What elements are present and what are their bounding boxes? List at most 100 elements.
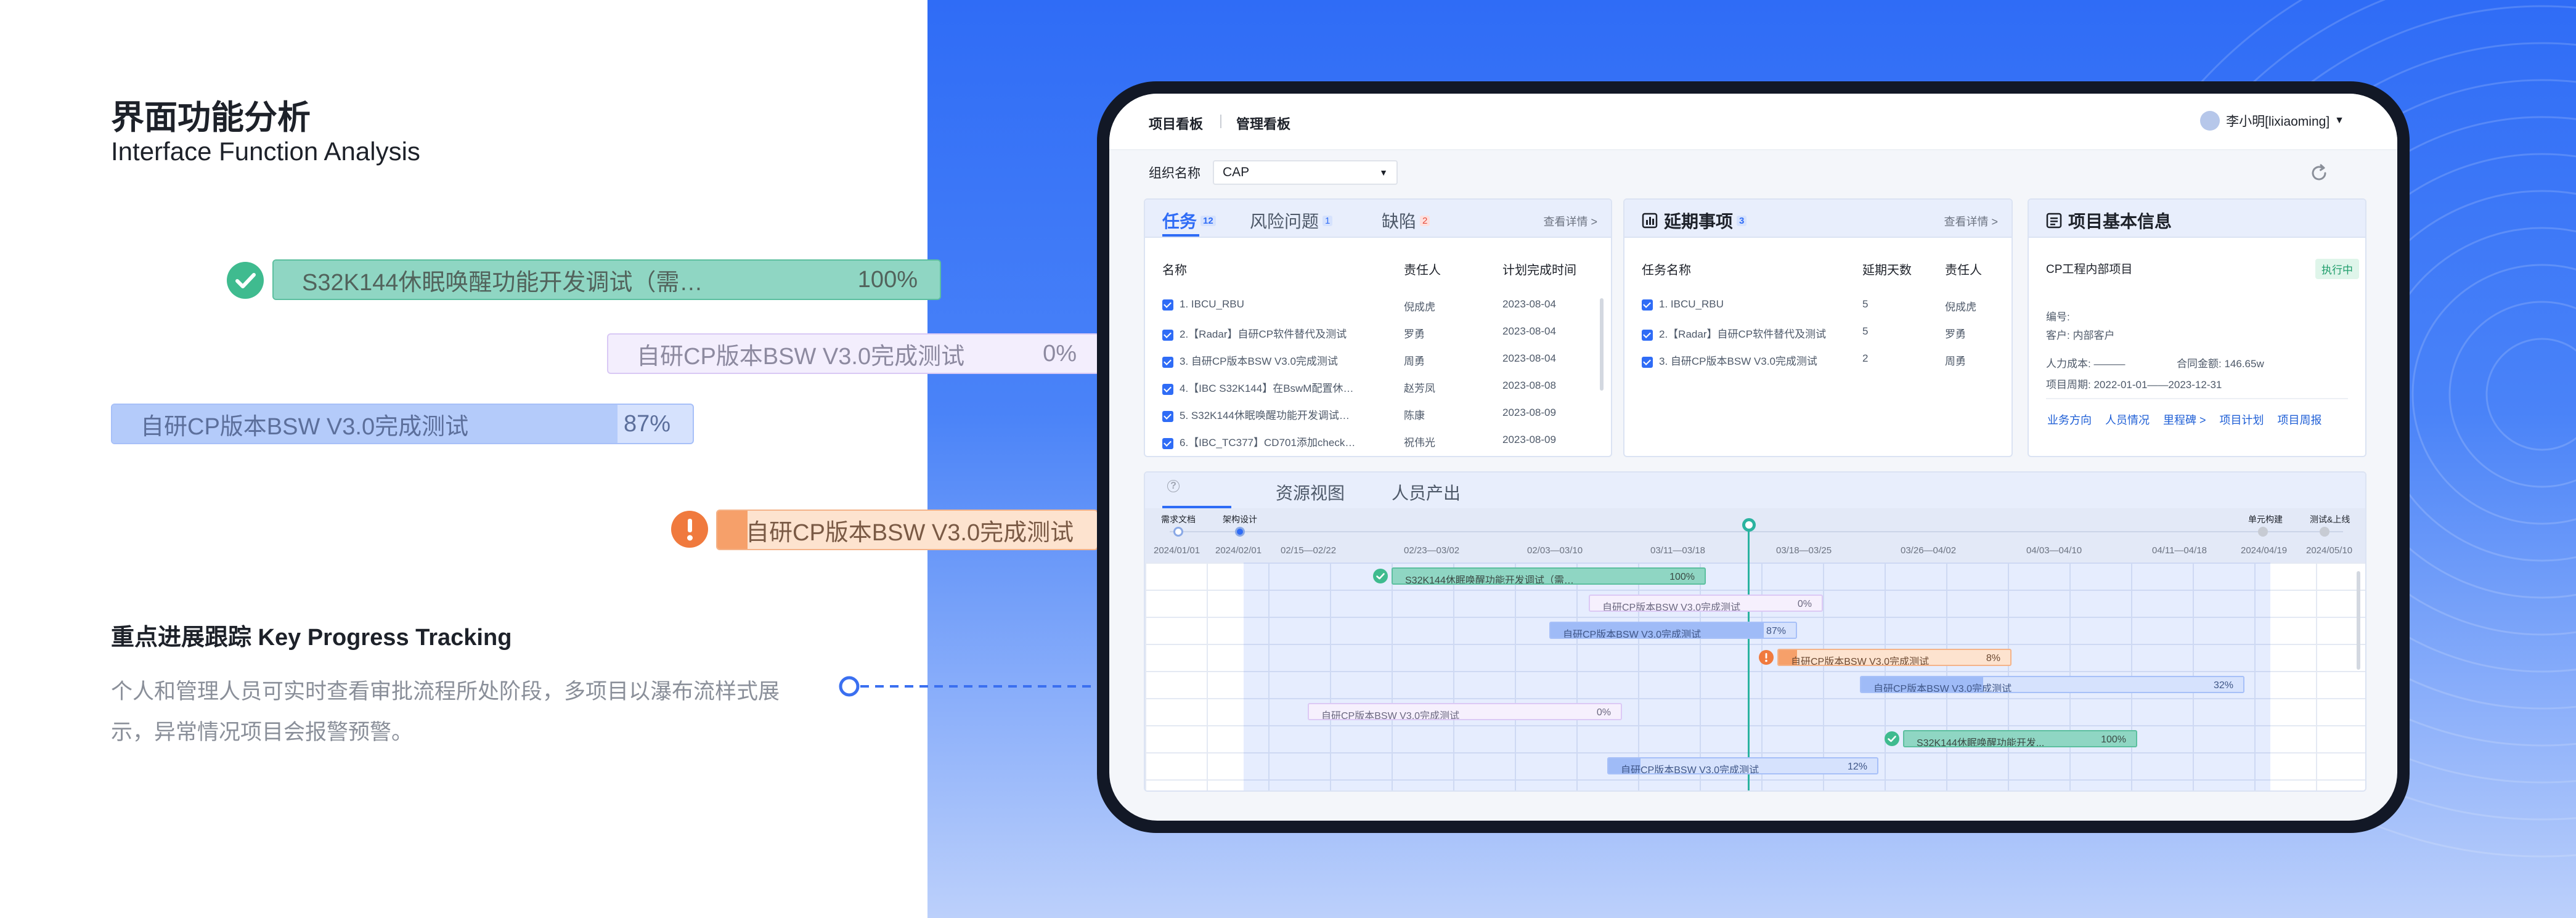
section-subtitle: Interface Function Analysis	[111, 137, 420, 166]
floating-progress-bar: S32K144休眠唤醒功能开发调试（需… 100%	[272, 259, 941, 300]
timeline-axis	[1170, 531, 2343, 532]
week-range: 03/26—04/02	[1901, 545, 1957, 556]
tab-count: 3	[1737, 215, 1747, 226]
checkbox-icon[interactable]	[1162, 410, 1173, 422]
link-staff[interactable]: 人员情况	[2105, 414, 2150, 426]
table-row[interactable]: 6.【IBC_TC377】CD701添加check…	[1162, 434, 1355, 449]
col-owner: 责任人	[1404, 264, 1441, 277]
nav-management-board[interactable]: 管理看板	[1236, 116, 1291, 132]
scrollbar[interactable]	[2357, 571, 2360, 670]
checkbox-icon[interactable]	[1162, 356, 1173, 368]
tab-tasks[interactable]: 任务 12	[1162, 208, 1216, 233]
tab-count: 1	[1323, 215, 1333, 226]
info-title: 项目基本信息	[2046, 208, 2172, 233]
table-row[interactable]: 2.【Radar】自研CP软件替代及测试	[1162, 325, 1347, 341]
org-filter: 组织名称 CAP ▼	[1149, 159, 1398, 186]
table-row[interactable]: 1. IBCU_RBU	[1162, 298, 1244, 311]
delay-card-header: 延期事项 3 查看详情 >	[1624, 200, 2011, 238]
week-range: 03/11—03/18	[1650, 545, 1705, 556]
gantt-bar[interactable]: S32K144休眠唤醒功能开发调试（需…100%	[1392, 567, 1706, 585]
cost-field: 人力成本: ———	[2046, 355, 2125, 370]
floating-progress-bar: 自研CP版本BSW V3.0完成测试 0%	[607, 333, 1100, 374]
view-details-link[interactable]: 查看详情 >	[1944, 216, 1998, 228]
floating-progress-bar: 自研CP版本BSW V3.0完成测试 87%	[111, 404, 694, 444]
gantt-bar[interactable]: S32K144休眠唤醒功能开发...100%	[1903, 730, 2137, 747]
checkbox-icon[interactable]	[1642, 329, 1653, 341]
week-range: 02/03—03/10	[1527, 545, 1583, 556]
milestone-dot[interactable]	[2320, 527, 2329, 537]
milestone-dot[interactable]	[1235, 527, 1245, 537]
table-row[interactable]: 2.【Radar】自研CP软件替代及测试	[1642, 325, 1826, 341]
contract-field: 合同金额: 146.65w	[2177, 355, 2264, 370]
feature-description: 个人和管理人员可实时查看审批流程所处阶段，多项目以瀑布流样式展示，异常情况项目会…	[111, 680, 780, 744]
milestone-dot[interactable]	[1173, 527, 1183, 537]
client-value: 内部客户	[2073, 330, 2115, 341]
link-plan[interactable]: 项目计划	[2219, 414, 2264, 426]
col-name: 名称	[1162, 264, 1187, 277]
top-nav: 项目看板 管理看板 李小明[lixiaoming] ▼	[1109, 94, 2397, 150]
gantt-bar-percent: 0%	[1797, 599, 1812, 609]
table-row[interactable]: 5. S32K144休眠唤醒功能开发调试…	[1162, 407, 1350, 422]
caret-down-icon: ▼	[1379, 168, 1388, 177]
checkbox-icon[interactable]	[1162, 299, 1173, 311]
org-value: CAP	[1223, 165, 1250, 179]
user-menu[interactable]: 李小明[lixiaoming] ▼	[2200, 111, 2344, 131]
row-name: 2.【Radar】自研CP软件替代及测试	[1659, 328, 1827, 340]
table-row[interactable]: 1. IBCU_RBU	[1642, 298, 1724, 311]
table-row[interactable]: 3. 自研CP版本BSW V3.0完成测试	[1162, 352, 1338, 368]
checkbox-icon[interactable]	[1162, 383, 1173, 395]
link-business[interactable]: 业务方向	[2047, 414, 2092, 426]
cost-label: 人力成本:	[2046, 358, 2091, 370]
today-marker[interactable]	[1742, 518, 1756, 532]
tab-count: 12	[1200, 215, 1216, 226]
tab-defects[interactable]: 缺陷 2	[1382, 208, 1430, 233]
tab-resource-view[interactable]: 资源视图	[1276, 484, 1345, 503]
nav-project-board[interactable]: 项目看板	[1149, 116, 1204, 132]
row-date: 2023-08-09	[1502, 434, 1556, 445]
gantt-bar-percent: 87%	[1766, 626, 1786, 636]
milestone-label: 单元构建	[2248, 514, 2283, 524]
org-select[interactable]: CAP ▼	[1213, 160, 1398, 185]
milestone-dot[interactable]	[2258, 527, 2268, 537]
view-details-link[interactable]: 查看详情 >	[1543, 216, 1597, 228]
timeline-header: 需求文档 2024/01/01 架构设计 2024/02/01 单元构建 202…	[1145, 508, 2365, 563]
tab-risks[interactable]: 风险问题 1	[1250, 208, 1333, 233]
col-days: 延期天数	[1862, 264, 1912, 277]
bar-label: 自研CP版本BSW V3.0完成测试	[141, 413, 469, 440]
document-icon	[2046, 213, 2062, 229]
checkbox-icon[interactable]	[1162, 329, 1173, 341]
milestone-label: 架构设计	[1223, 514, 1257, 524]
row-owner: 周勇	[1404, 355, 1425, 367]
checkbox-icon[interactable]	[1162, 437, 1173, 449]
tab-label: 风险问题	[1250, 212, 1319, 231]
divider	[2046, 398, 2348, 399]
row-owner: 倪成虎	[1404, 301, 1435, 313]
row-owner: 祝伟光	[1404, 437, 1435, 449]
org-label: 组织名称	[1149, 166, 1200, 181]
help-icon: ?	[1167, 480, 1180, 492]
checkbox-icon[interactable]	[1642, 356, 1653, 368]
link-milestone[interactable]: 里程碑 >	[2163, 414, 2206, 426]
progress-card-header: ? 资源视图 人员产出	[1145, 473, 2365, 508]
tab-key-progress[interactable]: ?	[1162, 480, 1180, 492]
refresh-icon[interactable]	[2309, 163, 2329, 184]
link-weekly[interactable]: 项目周报	[2277, 414, 2322, 426]
contract-label: 合同金额:	[2177, 358, 2222, 370]
table-row[interactable]: 4.【IBC S32K144】在BswM配置休…	[1162, 380, 1353, 395]
scrollbar[interactable]	[1600, 298, 1604, 391]
client-label: 客户:	[2046, 330, 2070, 341]
checkbox-icon[interactable]	[1642, 299, 1653, 311]
table-row[interactable]: 3. 自研CP版本BSW V3.0完成测试	[1642, 352, 1817, 368]
tab-staff-output[interactable]: 人员产出	[1392, 484, 1461, 503]
row-days: 5	[1862, 298, 1869, 310]
row-days: 2	[1862, 352, 1869, 364]
warning-circle-icon	[1759, 650, 1774, 665]
tasks-card: 任务 12 风险问题 1 缺陷 2 查看详情 > 名称 责任人 计划完成时间 1…	[1144, 198, 1612, 457]
bar-chart-icon	[1642, 213, 1658, 229]
